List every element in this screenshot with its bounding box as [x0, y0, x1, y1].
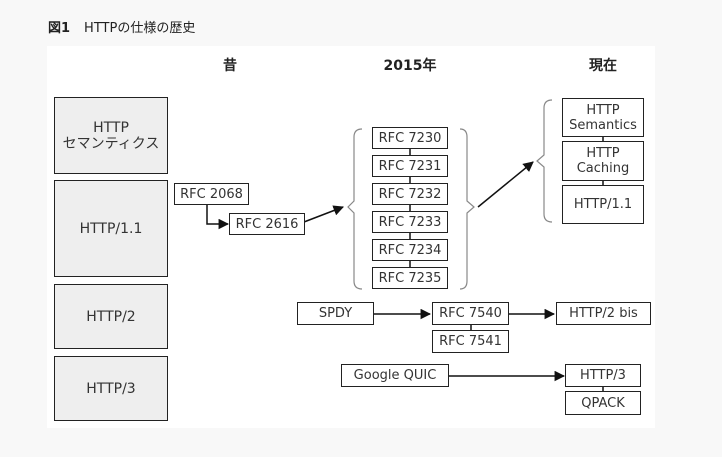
node-rfc-7235: RFC 7235: [372, 267, 448, 289]
bracket-left-723x: [347, 128, 363, 290]
bracket-present: [536, 99, 553, 223]
node-rfc-2068: RFC 2068: [174, 183, 249, 205]
node-rfc-2616: RFC 2616: [229, 213, 305, 235]
node-spdy: SPDY: [297, 302, 374, 325]
node-rfc-7541: RFC 7541: [432, 330, 509, 353]
node-http11-present: HTTP/1.1: [562, 185, 644, 224]
figure-caption: HTTPの仕様の歴史: [84, 21, 196, 36]
bracket-right-723x: [459, 128, 475, 290]
column-header-2015: 2015年: [383, 58, 437, 74]
category-http3: HTTP/3: [54, 356, 168, 421]
column-header-past: 昔: [223, 58, 237, 74]
node-rfc-7540: RFC 7540: [432, 302, 509, 325]
category-label-line2: セマンティクス: [62, 135, 160, 152]
arrow-723x-to-present: [477, 161, 534, 208]
node-rfc-7233: RFC 7233: [372, 211, 448, 233]
arrow-2068-to-2616: [206, 204, 230, 230]
figure-title: 図1 HTTPの仕様の歴史: [48, 17, 195, 36]
node-rfc-7232: RFC 7232: [372, 183, 448, 205]
node-rfc-7234: RFC 7234: [372, 239, 448, 261]
column-header-present: 現在: [589, 58, 617, 74]
node-rfc-7231: RFC 7231: [372, 155, 448, 177]
node-rfc-7230: RFC 7230: [372, 127, 448, 149]
node-google-quic: Google QUIC: [341, 364, 449, 387]
node-label-line2: Caching: [576, 161, 630, 176]
node-http3: HTTP/3: [565, 364, 641, 387]
category-label-line1: HTTP: [93, 119, 129, 136]
node-label-line2: Semantics: [569, 117, 637, 133]
node-label-line1: HTTP: [586, 146, 620, 161]
category-http11: HTTP/1.1: [54, 180, 168, 277]
node-http2-bis: HTTP/2 bis: [556, 302, 651, 325]
category-http2: HTTP/2: [54, 284, 168, 349]
figure-number: 図1: [48, 21, 71, 36]
category-label: HTTP/2: [86, 308, 136, 325]
category-label: HTTP/3: [86, 380, 136, 397]
category-label: HTTP/1.1: [79, 220, 143, 237]
arrow-2616-to-723x: [303, 205, 344, 223]
node-qpack: QPACK: [565, 391, 641, 415]
node-label-line1: HTTP: [586, 102, 620, 118]
